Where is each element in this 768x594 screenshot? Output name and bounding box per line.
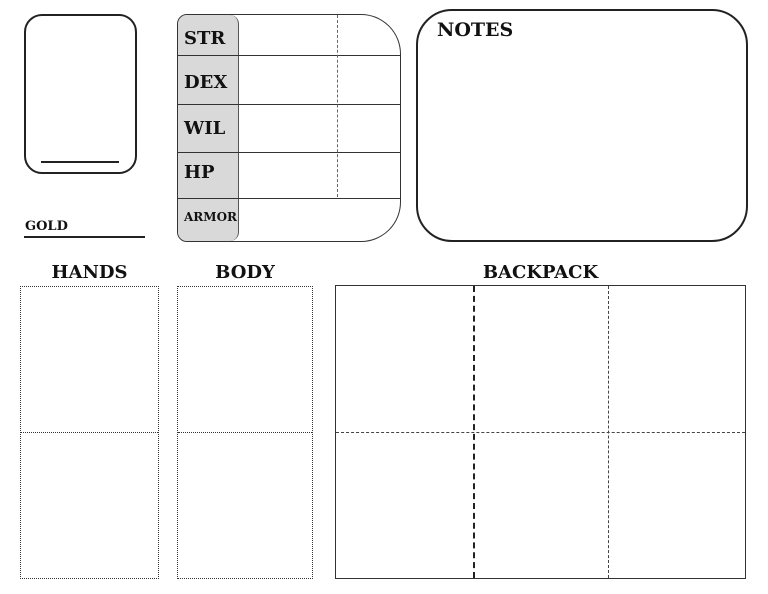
stat-row-hp[interactable]	[178, 153, 400, 199]
body-title: BODY	[215, 262, 275, 283]
gold-field[interactable]	[24, 236, 145, 238]
stat-label-str: STR	[184, 28, 226, 49]
stat-row-dex[interactable]	[178, 56, 400, 105]
gold-label: GOLD	[25, 219, 68, 234]
name-line	[41, 161, 119, 163]
stat-label-hp: HP	[184, 162, 215, 183]
backpack-slot-3[interactable]	[608, 286, 747, 432]
backpack-title: BACKPACK	[482, 262, 599, 283]
backpack-grid	[335, 285, 746, 579]
backpack-row-divider	[336, 432, 745, 433]
hands-title: HANDS	[51, 262, 128, 283]
stat-row-wil[interactable]	[178, 105, 400, 153]
backpack-slot-2[interactable]	[473, 286, 608, 432]
backpack-col-divider-1	[473, 286, 475, 578]
body-slots	[177, 286, 313, 579]
hands-slot-1[interactable]	[21, 287, 158, 433]
hands-slot-2[interactable]	[21, 433, 158, 579]
backpack-col-divider-2	[608, 286, 609, 578]
backpack-slot-6[interactable]	[608, 432, 747, 580]
stat-label-wil: WIL	[184, 118, 226, 139]
stats-label-column	[178, 15, 239, 241]
stats-block: STR DEX WIL HP ARMOR	[177, 14, 401, 242]
body-divider	[178, 432, 312, 433]
stat-row-str[interactable]	[178, 15, 400, 56]
backpack-slot-4[interactable]	[336, 432, 473, 580]
notes-box[interactable]: NOTES	[416, 9, 748, 242]
body-slot-2[interactable]	[178, 433, 312, 579]
hands-divider	[21, 432, 158, 433]
stat-max-divider	[337, 15, 338, 197]
body-slot-1[interactable]	[178, 287, 312, 433]
portrait-box[interactable]	[24, 14, 137, 174]
stat-label-dex: DEX	[184, 72, 228, 93]
backpack-slot-5[interactable]	[473, 432, 608, 580]
hands-slots	[20, 286, 159, 579]
notes-title: NOTES	[437, 19, 514, 41]
stat-label-armor: ARMOR	[184, 210, 237, 224]
backpack-slot-1[interactable]	[336, 286, 473, 432]
